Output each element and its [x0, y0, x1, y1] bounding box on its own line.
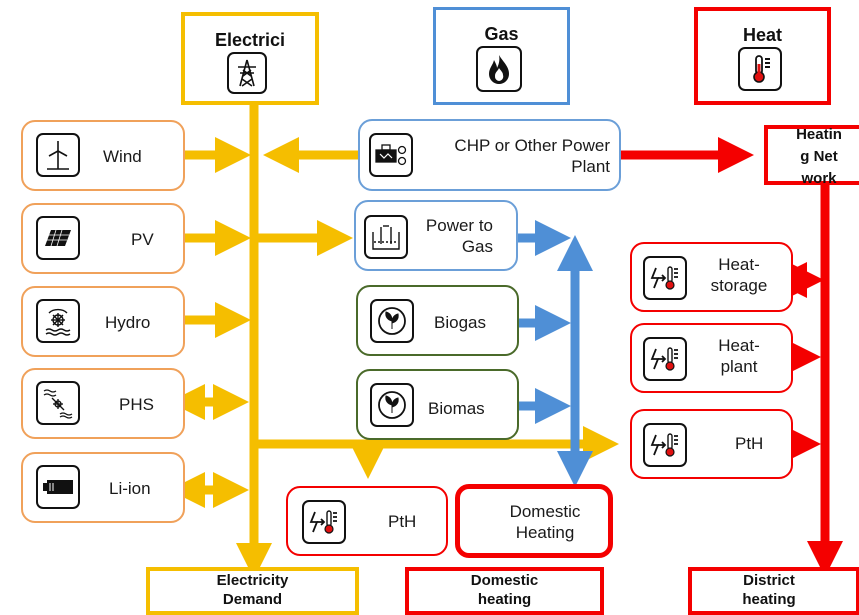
pth-district-box: PtH — [630, 409, 793, 479]
domestic-heating-sink-label: Domestic heating — [470, 572, 539, 608]
heat-carrier-box: Heat — [694, 7, 831, 105]
source-phs-label: PHS — [119, 395, 154, 414]
electricity-carrier-box: Electrici — [181, 12, 319, 105]
biogas-label: Biogas — [434, 313, 486, 332]
pumped-hydro-icon — [36, 381, 80, 425]
biogas-box: Biogas — [356, 285, 519, 356]
electricity-carrier-label: Electrici — [214, 30, 286, 50]
electricity-demand-box: Electricity Demand — [146, 567, 359, 615]
heat-carrier-label: Heat — [742, 25, 782, 45]
biomass-label: Biomas — [428, 399, 485, 418]
heat-storage-box: Heat-storage — [630, 242, 793, 312]
source-liion: Li-ion — [21, 452, 185, 523]
pth-domestic-box: PtH — [286, 486, 448, 556]
source-pv: PV — [21, 203, 185, 274]
power-to-heat-icon — [643, 256, 687, 300]
district-heating-label: District heating — [742, 572, 796, 608]
domestic-heating-sink-box: Domestic heating — [405, 567, 604, 615]
power-to-gas-box: Power to Gas — [354, 200, 518, 271]
hydro-turbine-icon — [36, 299, 80, 343]
flame-icon — [476, 46, 522, 92]
source-wind: Wind — [21, 120, 185, 191]
heating-network-label: Heating Network — [796, 126, 842, 187]
power-pylon-icon — [227, 52, 267, 94]
leaf-icon — [370, 383, 414, 427]
power-to-heat-icon — [643, 337, 687, 381]
pth-domestic-label: PtH — [388, 512, 417, 531]
electricity-demand-label: Electricity Demand — [216, 572, 289, 608]
source-pv-label: PV — [131, 230, 154, 249]
leaf-icon — [370, 299, 414, 343]
source-phs: PHS — [21, 368, 185, 439]
district-heating-box: District heating — [688, 567, 859, 615]
chp-plant-box: CHP or Other Power Plant — [358, 119, 621, 191]
heat-plant-label: Heat-plant — [718, 336, 760, 376]
source-hydro: Hydro — [21, 286, 185, 357]
wind-turbine-icon — [36, 133, 80, 177]
source-wind-label: Wind — [103, 147, 142, 166]
heat-plant-box: Heat-plant — [630, 323, 793, 393]
battery-icon — [36, 465, 80, 509]
pth-district-label: PtH — [735, 434, 764, 453]
solar-panel-icon — [36, 216, 80, 260]
chp-plant-label: CHP or Other Power Plant — [454, 136, 610, 176]
source-hydro-label: Hydro — [105, 313, 151, 332]
power-to-heat-icon — [302, 500, 346, 544]
power-to-heat-icon — [643, 423, 687, 467]
heat-storage-label: Heat-storage — [710, 255, 768, 295]
thermometer-icon — [738, 47, 782, 91]
domestic-heating-label: Domestic Heating — [509, 502, 581, 542]
source-liion-label: Li-ion — [109, 479, 151, 498]
heating-network-box: Heating Network — [764, 125, 859, 187]
electrolysis-icon — [364, 215, 408, 259]
gas-carrier-box: Gas — [433, 7, 570, 105]
biomass-box: Biomas — [356, 369, 519, 440]
power-to-gas-label: Power to Gas — [425, 216, 493, 256]
gas-carrier-label: Gas — [484, 24, 519, 44]
power-plant-icon — [369, 133, 413, 177]
domestic-heating-box: Domestic Heating — [455, 484, 613, 558]
